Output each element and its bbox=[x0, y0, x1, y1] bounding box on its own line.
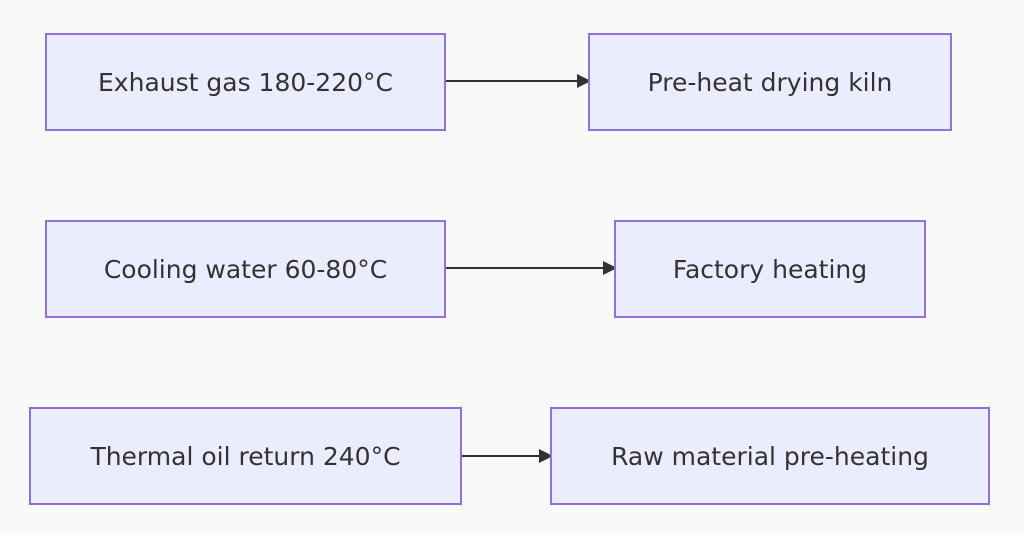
target-node-factory-heating: Factory heating bbox=[614, 220, 926, 318]
target-node-label: Raw material pre-heating bbox=[611, 441, 929, 471]
source-node-cooling-water: Cooling water 60-80°C bbox=[45, 220, 446, 318]
source-node-label: Cooling water 60-80°C bbox=[103, 254, 388, 284]
target-node-label: Factory heating bbox=[672, 254, 868, 284]
flow-arrow-cooling-water bbox=[446, 261, 617, 275]
source-node-label: Thermal oil return 240°C bbox=[90, 441, 401, 471]
arrowhead-icon bbox=[539, 449, 553, 463]
flow-arrow-exhaust-gas bbox=[446, 74, 591, 88]
arrowhead-icon bbox=[577, 74, 591, 88]
flow-arrow-thermal-oil bbox=[462, 449, 553, 463]
arrowhead-icon bbox=[603, 261, 617, 275]
target-node-label: Pre-heat drying kiln bbox=[647, 67, 893, 97]
source-node-thermal-oil: Thermal oil return 240°C bbox=[29, 407, 462, 505]
target-node-raw-material: Raw material pre-heating bbox=[550, 407, 990, 505]
target-node-drying-kiln: Pre-heat drying kiln bbox=[588, 33, 952, 131]
source-node-label: Exhaust gas 180-220°C bbox=[98, 67, 393, 97]
source-node-exhaust-gas: Exhaust gas 180-220°C bbox=[45, 33, 446, 131]
